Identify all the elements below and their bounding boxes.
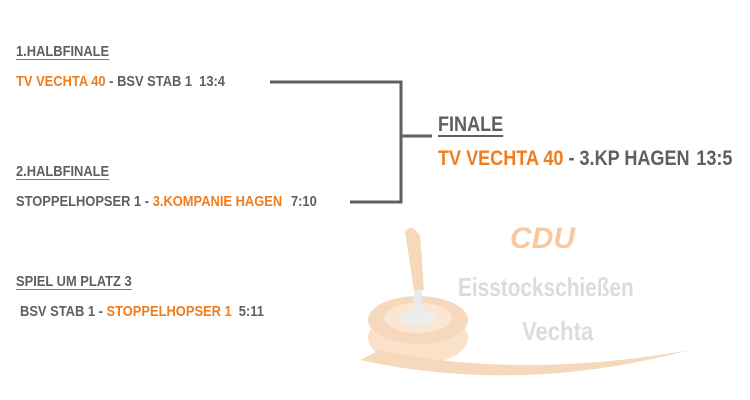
third-place-team-b: STOPPELHOPSER 1 xyxy=(106,303,232,320)
final-team-b: 3.KP HAGEN xyxy=(579,147,690,170)
semi2-heading: 2.HALBFINALE xyxy=(16,163,110,180)
final-separator: - xyxy=(563,147,580,170)
semi2-separator: - xyxy=(141,193,153,210)
semi1-separator: - xyxy=(105,73,118,90)
third-place-score: 5:11 xyxy=(238,303,264,320)
watermark-line2: Vechta xyxy=(522,316,594,346)
final-match: TV VECHTA 40 - 3.KP HAGEN 13:5 xyxy=(438,147,732,171)
semi1-score: 13:4 xyxy=(199,73,225,90)
third-place-separator: - xyxy=(95,303,107,320)
bracket-line-semi2 xyxy=(350,132,403,204)
final-score: 13:5 xyxy=(696,147,733,170)
watermark-brand: CDU xyxy=(510,222,575,255)
watermark-line1: Eisstockschießen xyxy=(458,272,634,302)
third-place-team-a: BSV STAB 1 xyxy=(20,303,96,320)
semi1-team-a: TV VECHTA 40 xyxy=(16,73,106,90)
semi1-match: TV VECHTA 40 - BSV STAB 1 13:4 xyxy=(16,73,225,90)
semi2-team-b: 3.KOMPANIE HAGEN xyxy=(152,193,283,210)
semi2-team-a: STOPPELHOPSER 1 xyxy=(16,193,142,210)
third-place-heading: SPIEL UM PLATZ 3 xyxy=(16,273,132,290)
final-team-a: TV VECHTA 40 xyxy=(438,147,564,170)
final-heading: FINALE xyxy=(438,113,504,136)
bracket-line-semi1 xyxy=(270,80,403,132)
semi1-team-b: BSV STAB 1 xyxy=(117,73,193,90)
third-place-match: BSV STAB 1 - STOPPELHOPSER 1 5:11 xyxy=(20,303,264,320)
semi2-score: 7:10 xyxy=(290,193,317,210)
semi2-match: STOPPELHOPSER 1 - 3.KOMPANIE HAGEN 7:10 xyxy=(16,193,317,210)
semi1-heading: 1.HALBFINALE xyxy=(16,43,110,60)
